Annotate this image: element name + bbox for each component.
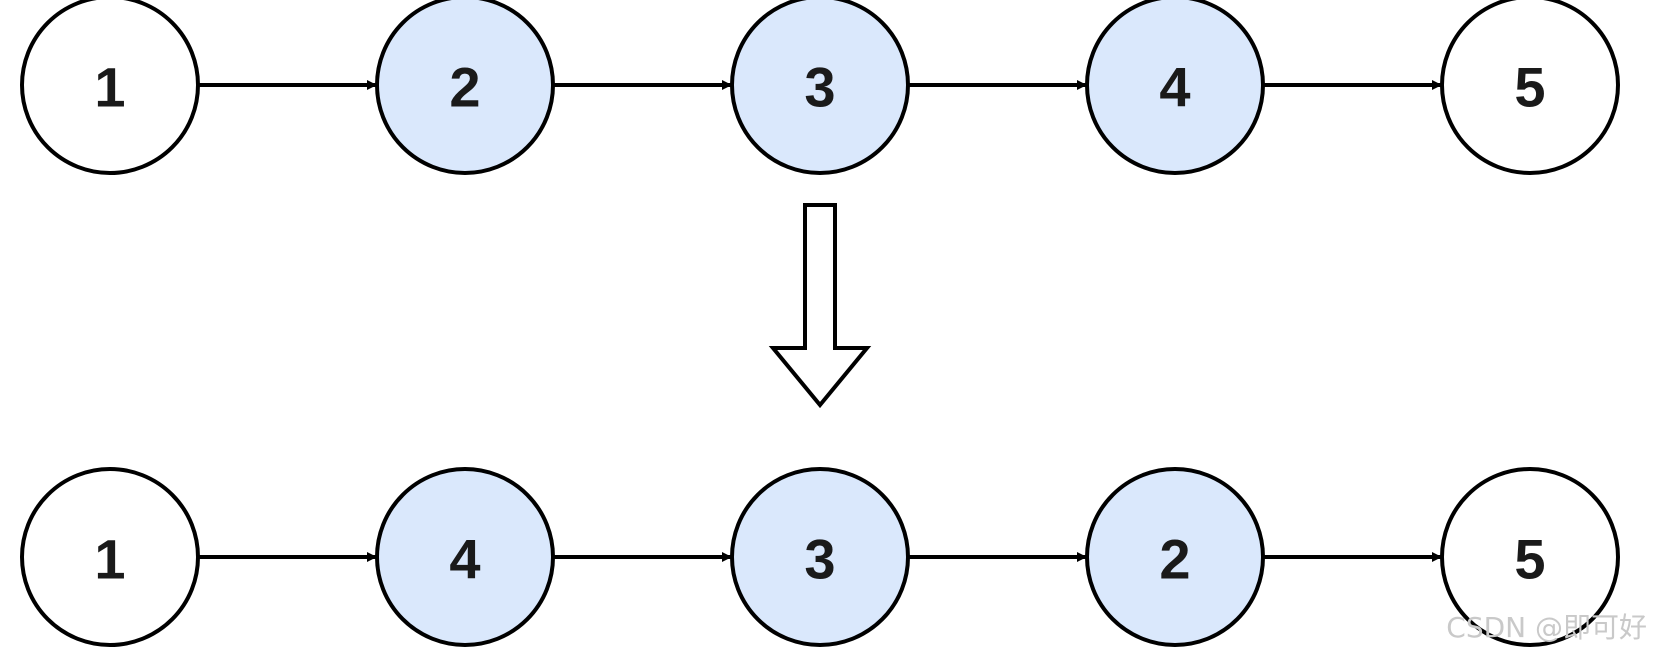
reversed-list-row: 1 4 3 2 5 (20, 467, 1620, 647)
list-node (1085, 467, 1265, 647)
watermark: CSDN @即可好 (1446, 611, 1647, 644)
list-node-label: 5 (1514, 528, 1545, 591)
list-node (1085, 0, 1265, 175)
list-node (375, 467, 555, 647)
list-node-label: 3 (804, 528, 835, 591)
list-node-label: 4 (449, 528, 480, 591)
hollow-down-arrow-icon (768, 203, 872, 409)
list-node-label: 4 (1159, 56, 1190, 119)
list-node (1440, 0, 1620, 175)
list-node-label: 1 (94, 528, 125, 591)
list-node-label: 5 (1514, 56, 1545, 119)
list-node-label: 3 (804, 56, 835, 119)
list-node-label: 1 (94, 56, 125, 119)
list-node (730, 0, 910, 175)
list-node-label: 2 (1159, 528, 1190, 591)
list-node (730, 467, 910, 647)
list-node (375, 0, 555, 175)
list-node (20, 0, 200, 175)
list-node-label: 2 (449, 56, 480, 119)
original-list-row: 1 2 3 4 5 (20, 0, 1620, 175)
list-node (1440, 467, 1620, 647)
list-node (20, 467, 200, 647)
